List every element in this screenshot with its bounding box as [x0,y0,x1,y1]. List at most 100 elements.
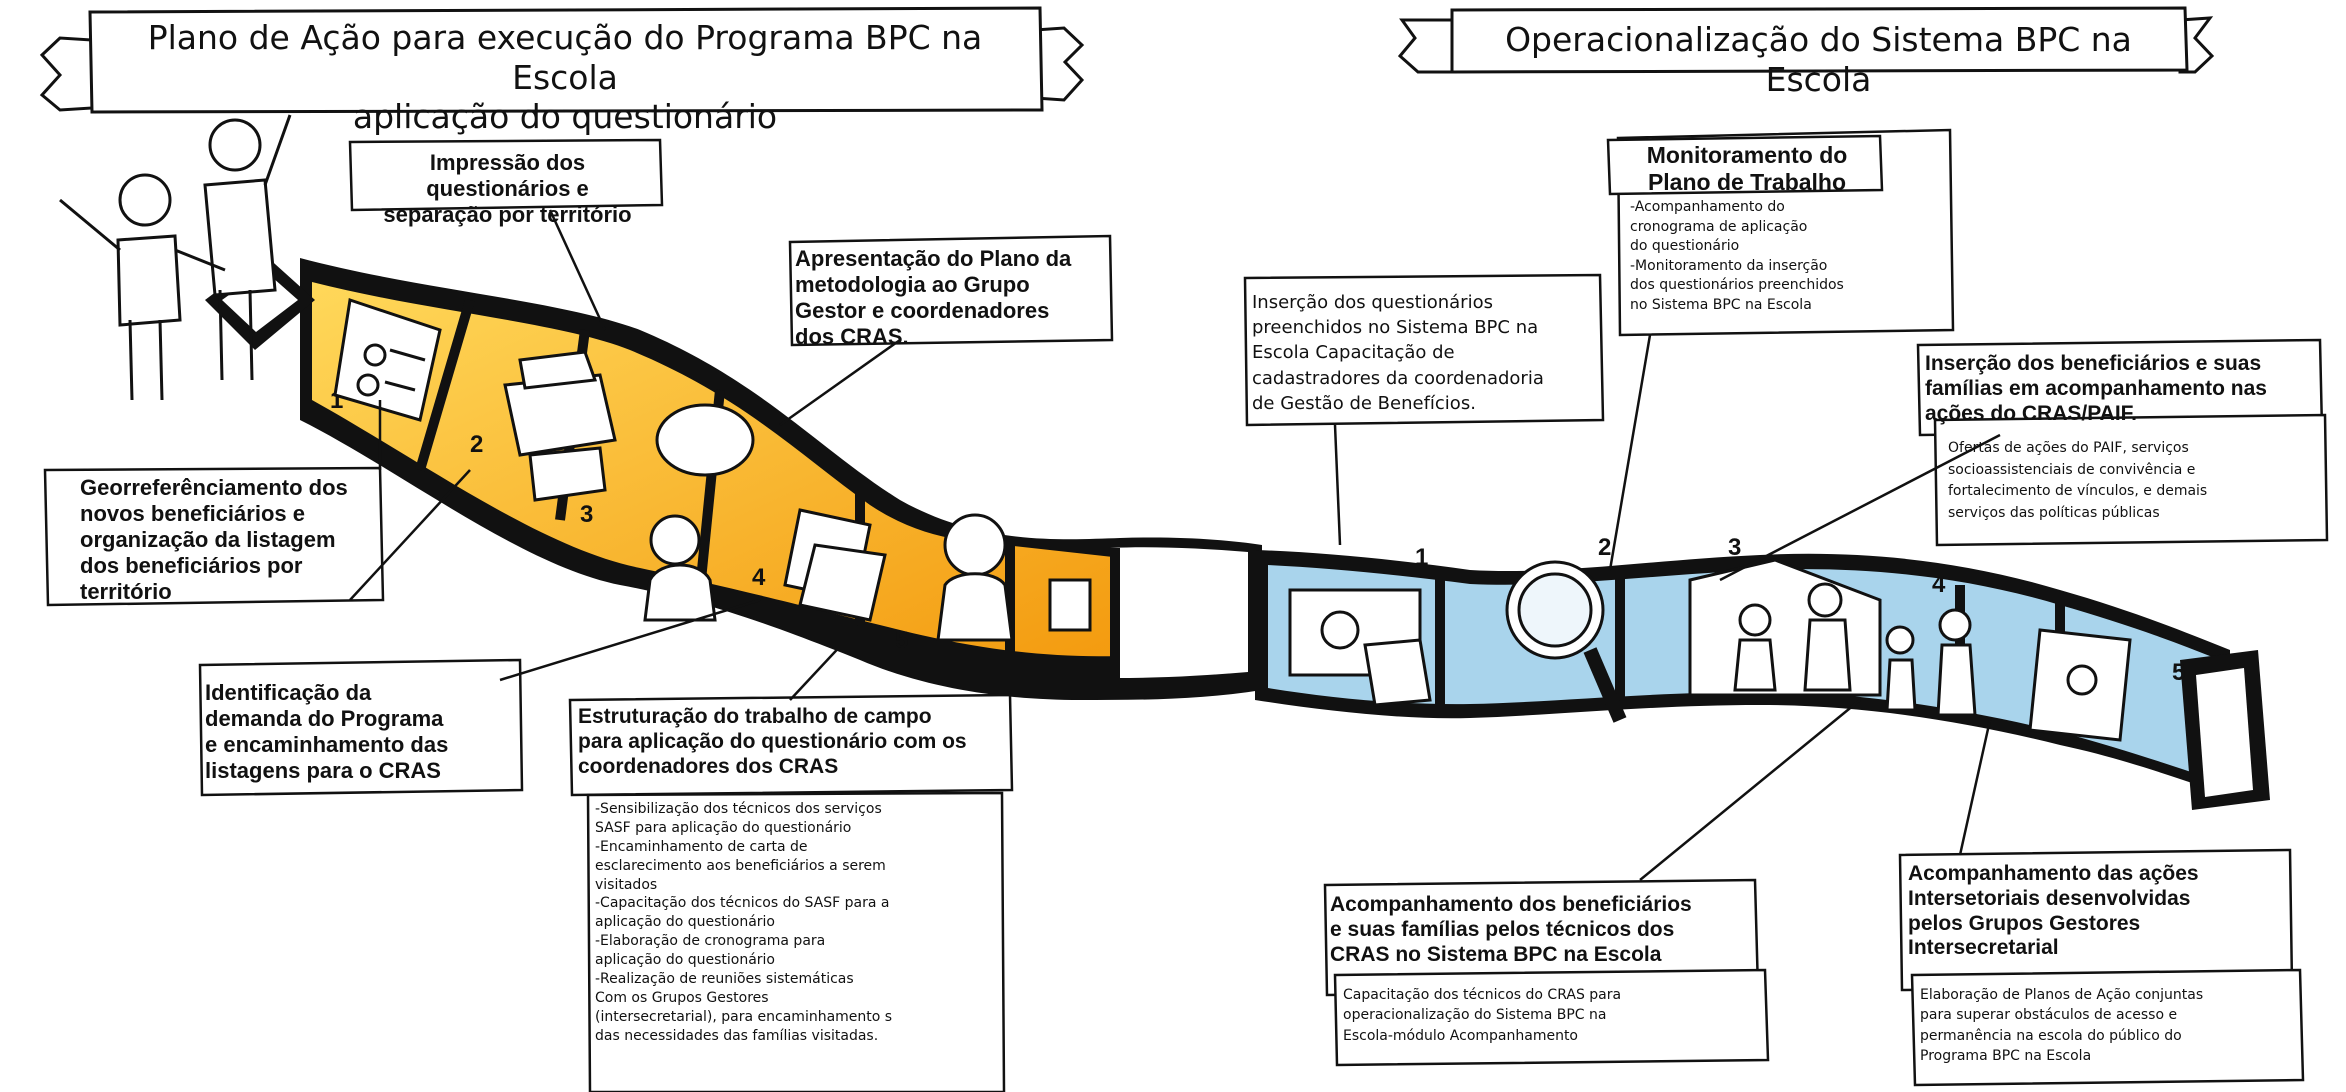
callout-text: Apresentação do Plano da [795,246,1072,271]
callout-text: metodologia ao Grupo [795,271,1030,297]
detail-line: serviços das políticas públicas [1948,505,2160,522]
detail-line: esclarecimento aos beneficiários a serem [595,857,886,874]
detail-line: Capacitação dos técnicos do CRAS para [1343,987,1622,1003]
callout-text: Estruturação do trabalho de campo [578,705,932,728]
callout-georreferenciamento: Georreferênciamento dos novos beneficiár… [80,475,380,605]
left-step-number: 4 [752,564,766,591]
left-banner-line2: aplicação do questionário [352,97,778,137]
callout-text: Intersetoriais desenvolvidas [1908,886,2191,910]
detail-line: Programa BPC na Escola [1920,1047,2092,1064]
left-step-number: 2 [470,431,483,458]
detail-line: do questionário [1630,238,1740,255]
detail-line: -Sensibilização dos técnicos dos serviço… [595,801,882,817]
left-step-number: 3 [580,501,593,528]
right-step-number: 3 [1728,534,1741,561]
people-illustration [59,114,292,401]
callout-text: Intersecretarial [1908,936,2059,960]
callout-text: Acompanhamento dos beneficiários [1330,893,1692,916]
right-step-number: 5 [2172,659,2185,686]
callout-identificacao: Identificação da demanda do Programa e e… [205,680,520,784]
right-banner-text: Operacionalização do Sistema BPC na Esco… [1505,20,2132,99]
detail-line: das necessidades das famílias visitadas. [595,1027,879,1044]
callout-text: listagens para o CRAS [205,757,441,783]
callout-insercao-beneficiarios: Inserção dos beneficiários e suas famíli… [1925,352,2320,426]
callout-text: Georreferênciamento dos [80,475,348,500]
detail-line: dos questionários preenchidos [1630,277,1844,294]
detail-line: cronograma de aplicação [1630,218,1808,235]
callout-acompanhamento-acoes: Acompanhamento das ações Intersetoriais … [1908,862,2288,961]
right-banner-title: Operacionalização do Sistema BPC na Esco… [1452,20,2185,99]
connector-lines [349,209,2001,881]
callout-estruturacao: Estruturação do trabalho de campo para a… [578,705,1008,779]
callout-text: famílias em acompanhamento nas [1925,376,2267,400]
callout-text: e suas famílias pelos técnicos dos [1330,917,1675,941]
callout-text: preenchidos no Sistema BPC na [1252,317,1539,339]
callout-text: coordenadores dos CRAS [578,754,839,778]
callout-text: Inserção dos beneficiários e suas [1925,352,2262,375]
callout-text: pelos Grupos Gestores [1908,911,2141,935]
detail-line: -Encaminhamento de carta de [595,838,808,855]
estruturacao-details: -Sensibilização dos técnicos dos serviço… [595,800,995,1046]
detail-line: -Capacitação dos técnicos do SASF para a [595,895,890,912]
left-step-number: 5 [895,627,908,654]
callout-text: Plano de Trabalho [1647,169,1847,196]
left-step-numbers: 1 2 3 4 5 [330,387,908,654]
detail-line: SASF para aplicação do questionário [595,819,852,836]
callout-text: e encaminhamento das [205,731,449,757]
callout-text: para aplicação do questionário com os [578,729,967,753]
frame-illustrations-left [333,298,1092,642]
detail-line: operacionalização do Sistema BPC na [1343,1007,1607,1024]
detail-line: -Acompanhamento do [1630,199,1785,215]
right-step-numbers: 1 2 3 4 5 [1415,534,2185,686]
callout-apresentacao: Apresentação do Plano da metodologia ao … [795,246,1110,350]
film-strip-left-cap [205,255,315,350]
detail-line: socioassistenciais de convivência e [1948,461,2196,478]
right-step-number: 1 [1415,544,1428,571]
detail-line: Ofertas de ações do PAIF, serviços [1948,440,2189,456]
left-banner [39,6,1085,114]
frame-illustrations-right [1288,558,2132,742]
right-step-number: 2 [1598,534,1611,561]
acompanhamento-beneficiarios-details: Capacitação dos técnicos do CRAS para op… [1343,985,1763,1046]
film-strip-right-cap [2180,650,2270,810]
callout-text: organização da listagem [80,526,336,552]
detail-line: Com os Grupos Gestores [595,989,769,1006]
callout-acompanhamento-beneficiarios: Acompanhamento dos beneficiários e suas … [1330,893,1755,967]
detail-line: (intersecretarial), para encaminhamento … [595,1008,893,1025]
right-step-number: 4 [1932,571,1946,598]
callout-text: Acompanhamento das ações [1908,862,2199,885]
callout-text: demanda do Programa [205,705,444,731]
detail-line: Elaboração de Planos de Ação conjuntas [1920,987,2204,1003]
detail-line: Escola-módulo Acompanhamento [1343,1027,1578,1044]
callout-text: território [80,578,172,604]
detail-line: -Realização de reuniões sistemáticas [595,971,854,988]
callout-text: Monitoramento do [1646,142,1848,168]
left-banner-title: Plano de Ação para execução do Programa … [90,18,1040,137]
callout-impressao: Impressão dos questionários e separação … [355,150,660,228]
callout-text: Impressão dos questionários e [426,150,589,201]
callout-text: cadastradores da coordenadoria [1252,367,1544,389]
callout-text: Gestor e coordenadores [795,297,1050,323]
acompanhamento-acoes-details: Elaboração de Planos de Ação conjuntas p… [1920,985,2298,1066]
right-banner [1397,6,2215,74]
callout-text: dos beneficiários por [80,552,303,578]
callout-text: novos beneficiários e [80,500,305,526]
detail-line: visitados [595,876,658,893]
callout-text: Identificação da [205,680,372,705]
detail-line: fortalecimento de vínculos, e demais [1948,483,2208,500]
callout-insercao-questionarios: Inserção dos questionários preenchidos n… [1252,290,1597,416]
callout-text: CRAS no Sistema BPC na Escola [1330,942,1662,966]
callout-text: Inserção dos questionários [1252,292,1493,313]
callout-text: separação por território [383,201,632,227]
detail-line: permanência na escola do público do [1920,1027,2182,1044]
detail-line: -Monitoramento da inserção [1630,257,1828,274]
left-banner-line1: Plano de Ação para execução do Programa … [147,18,983,97]
callout-text: Escola Capacitação de [1252,342,1455,364]
detail-line: -Elaboração de cronograma para [595,933,826,950]
monitoramento-details: -Acompanhamento do cronograma de aplicaç… [1630,198,1948,316]
callout-text: ações do CRAS/PAIF. [1925,401,2137,425]
detail-line: no Sistema BPC na Escola [1630,296,1812,313]
callout-text: dos CRAS. [795,323,909,349]
